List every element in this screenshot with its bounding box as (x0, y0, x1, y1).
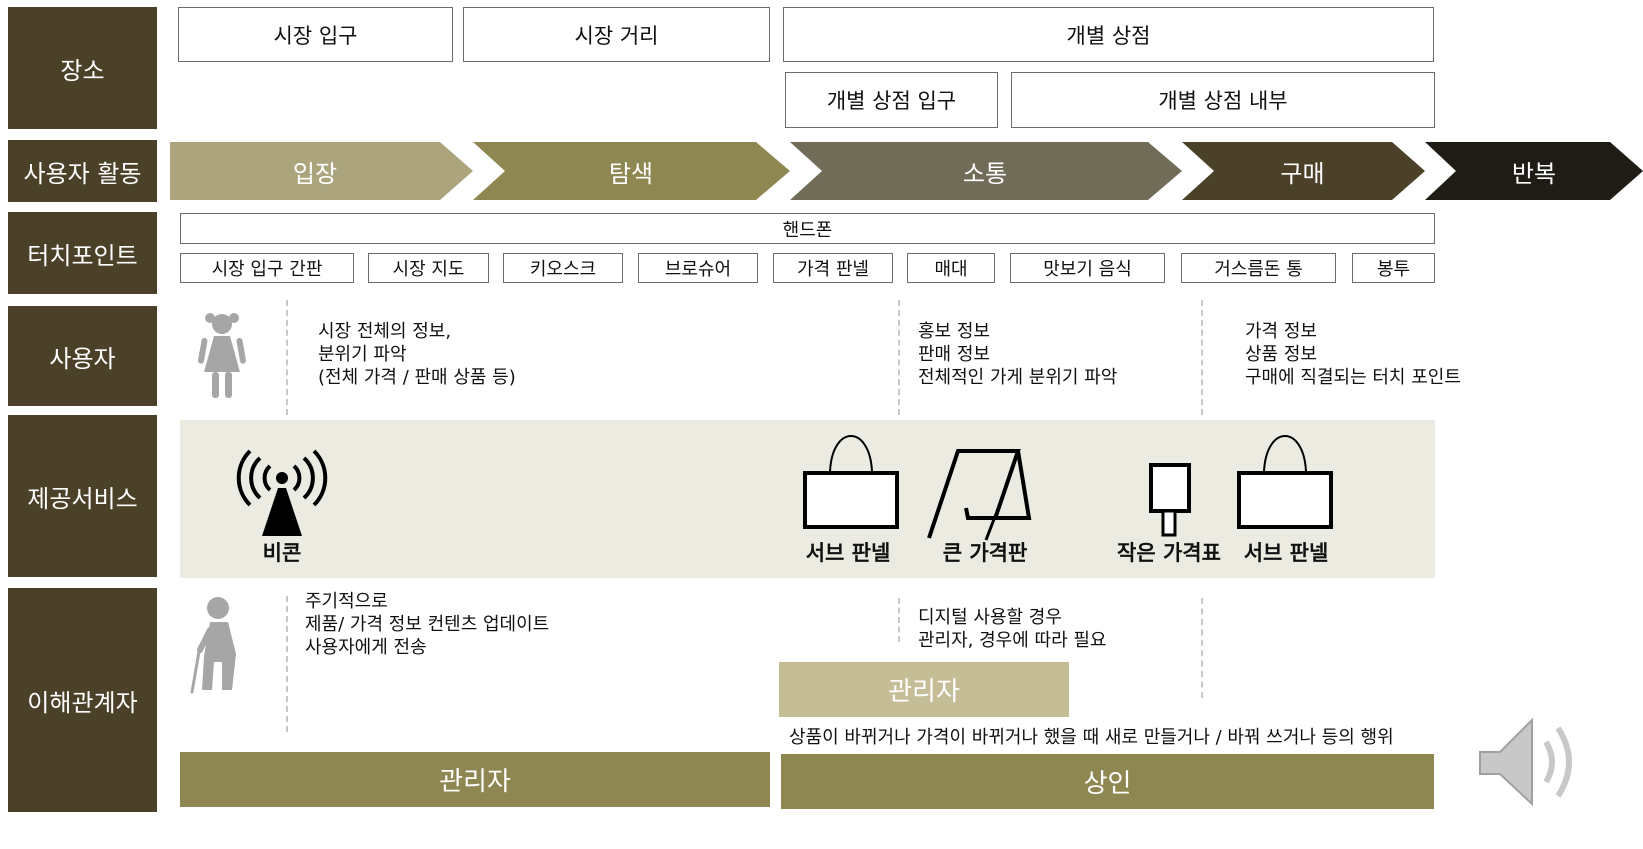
chevron-purchase (1182, 142, 1425, 200)
user-note-store: 홍보 정보 판매 정보 전체적인 가게 분위기 파악 (918, 321, 1118, 388)
touchpoint-stall: 매대 (907, 253, 995, 283)
stakeholder-note-periodic: 주기적으로 제품/ 가격 정보 컨텐츠 업데이트 사용자에게 전송 (305, 591, 550, 658)
elderly-stakeholder-icon (190, 597, 236, 694)
touchpoint-brochure: 브로슈어 (638, 253, 758, 283)
row-label-location: 장소 (8, 7, 157, 129)
service-label-sub-panel: 서브 판넬 (1243, 541, 1329, 565)
row-label-stakeholder: 이해관계자 (8, 588, 157, 812)
touchpoint-market-map: 시장 지도 (368, 253, 489, 283)
activity-explore: 탐색 (608, 159, 654, 188)
merchant-bar: 상인 (781, 754, 1434, 809)
row-label-service: 제공서비스 (8, 415, 157, 577)
activity-purchase: 구매 (1280, 159, 1325, 188)
girl-user-icon (198, 313, 246, 398)
touchpoint-tasting-food: 맛보기 음식 (1010, 253, 1165, 283)
row-label-user: 사용자 (8, 306, 157, 406)
activity-repeat: 반복 (1511, 159, 1557, 188)
chevron-repeat (1425, 142, 1643, 200)
service-label-sub-panel: 서브 판넬 (805, 541, 891, 565)
row-label-touchpoint: 터치포인트 (8, 212, 157, 294)
divider-dashed (286, 596, 288, 732)
manager-bar: 관리자 (180, 752, 770, 807)
speaker-icon[interactable] (1476, 708, 1643, 808)
price-board-icon (927, 449, 1032, 541)
activity-communicate: 소통 (962, 159, 1008, 188)
divider-dashed (898, 598, 900, 642)
stakeholder-note-digital: 디지털 사용할 경우 관리자, 경우에 따라 필요 (918, 607, 1107, 651)
touchpoint-phone: 핸드폰 (180, 213, 1435, 244)
location-store-interior: 개별 상점 내부 (1011, 72, 1435, 128)
location-market-street: 시장 거리 (463, 7, 770, 62)
chevron-enter (170, 142, 473, 200)
merchant-action-note: 상품이 바뀌거나 가격이 바뀌거나 했을 때 새로 만들거나 / 바꿔 쓰거나 … (789, 727, 1394, 748)
chevron-explore (473, 142, 790, 200)
divider-dashed (286, 300, 288, 415)
price-tag-icon (1149, 463, 1191, 537)
beacon-icon (236, 449, 328, 536)
divider-dashed (898, 300, 900, 415)
location-store-entrance: 개별 상점 입구 (785, 72, 998, 128)
location-individual-store: 개별 상점 (783, 7, 1434, 62)
divider-dashed (1201, 598, 1203, 698)
user-note-purchase: 가격 정보 상품 정보 구매에 직결되는 터치 포인트 (1245, 321, 1461, 388)
service-label-small-price-tag: 작은 가격표 (1117, 541, 1221, 565)
activity-chevrons (170, 142, 1643, 200)
service-label-big-price-board: 큰 가격판 (942, 541, 1028, 565)
touchpoint-bag: 봉투 (1352, 253, 1435, 283)
user-note-market: 시장 전체의 정보, 분위기 파악 (전체 가격 / 판매 상품 등) (318, 321, 516, 388)
service-label-beacon: 비콘 (262, 541, 302, 565)
sub-panel-icon (1237, 435, 1333, 529)
sub-panel-icon (803, 435, 899, 529)
row-label-activity: 사용자 활동 (8, 140, 157, 202)
activity-enter: 입장 (292, 159, 338, 188)
manager-box-mid: 관리자 (779, 662, 1069, 717)
divider-dashed (1201, 300, 1203, 415)
touchpoint-price-panel: 가격 판넬 (773, 253, 893, 283)
touchpoint-market-sign: 시장 입구 간판 (180, 253, 354, 283)
chevron-communicate (790, 142, 1182, 200)
touchpoint-kiosk: 키오스크 (503, 253, 623, 283)
location-market-entrance: 시장 입구 (178, 7, 453, 62)
touchpoint-change-box: 거스름돈 통 (1181, 253, 1336, 283)
